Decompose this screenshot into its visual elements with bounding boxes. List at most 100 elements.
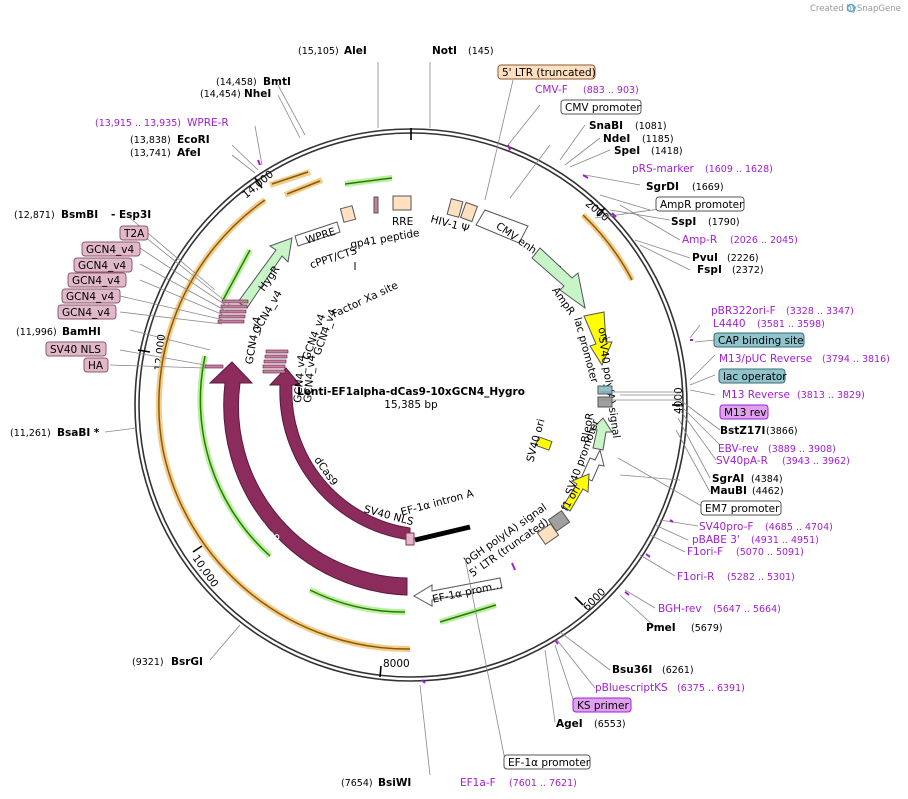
site-maubi-coord: (4462) xyxy=(752,486,784,497)
gcn4-label-2: GCN4_v4 xyxy=(78,260,126,272)
dcas9-feature[interactable] xyxy=(268,367,411,541)
sv40nls-label: SV40 NLS xyxy=(50,344,101,356)
wpre-label: WPRE xyxy=(304,226,337,247)
tick-6000: 6000 xyxy=(581,586,608,613)
ha-label: HA xyxy=(88,360,104,372)
site-bsabi: BsaBI * xyxy=(57,427,100,439)
site-fspi: FspI xyxy=(697,264,722,276)
cmv-promoter-label: CMV promoter xyxy=(565,102,641,114)
factor-xa-label: Factor Xa site xyxy=(330,280,400,321)
site-maubi: MauBI xyxy=(710,485,747,497)
primer-sv40pro-f-coord: (4685 .. 4704) xyxy=(765,522,833,533)
ef1a-prom-feature[interactable] xyxy=(413,577,503,607)
primer-prs-marker-coord: (1609 .. 1628) xyxy=(705,164,773,175)
rre-box xyxy=(392,195,412,211)
tick-marks xyxy=(137,128,683,678)
gcn4-inner-2: GCN4_v4 xyxy=(243,315,263,365)
leader-lines xyxy=(104,62,721,776)
site-fspi-coord: (2372) xyxy=(732,265,764,276)
cap-site-label: CAP binding site xyxy=(718,335,804,347)
site-bsiwi: BsiWI xyxy=(378,777,411,789)
site-bsmbi-coord: (12,871) xyxy=(14,210,55,221)
gcn4-box-3 xyxy=(67,272,127,288)
site-pmei: PmeI xyxy=(646,622,676,634)
primer-pbluescriptks-coord: (6375 .. 6391) xyxy=(677,683,745,694)
gcn4-inner-bars xyxy=(204,299,289,374)
primer-f1ori-r-coord: (5282 .. 5301) xyxy=(727,572,795,583)
site-spei: SpeI xyxy=(614,145,640,157)
ks-primer-box xyxy=(572,697,632,713)
em7-label: EM7 promoter xyxy=(705,503,780,515)
site-bsrgi: BsrGI xyxy=(171,656,203,668)
cmv-promoter-box xyxy=(560,99,642,115)
site-nhei: NheI xyxy=(244,88,271,100)
cas9-feature[interactable] xyxy=(208,361,408,596)
gp41-label: gp41 peptide xyxy=(349,227,420,251)
green-arrow-lines xyxy=(199,177,497,623)
gcn4-label-1: GCN4_v4 xyxy=(86,244,134,256)
primer-l4440-coord: (3581 .. 3598) xyxy=(757,319,825,330)
gcn4-box-4 xyxy=(61,288,121,304)
site-bstz17i: BstZ17I xyxy=(720,425,765,437)
primer-sv40pro-f: SV40pro-F xyxy=(699,521,753,533)
site-ndei-coord: (1185) xyxy=(642,134,674,145)
site-snabi-coord: (1081) xyxy=(635,121,667,132)
site-noti-coord: (145) xyxy=(468,46,494,57)
site-bstz17i-coord: (3866) xyxy=(766,426,798,437)
m13-rev-box xyxy=(719,404,769,420)
lac-box-2 xyxy=(597,396,613,408)
plasmid-length: 15,385 bp xyxy=(384,399,438,411)
primer-wpre-r: WPRE-R xyxy=(187,117,229,129)
ampr-feature[interactable] xyxy=(531,247,586,310)
primer-f1ori-f: F1ori-F xyxy=(687,546,723,558)
ef1a-promoter-box xyxy=(503,754,591,770)
site-alei-coord: (15,105) xyxy=(298,46,339,57)
cmv-enhancer-feature[interactable] xyxy=(475,209,529,244)
site-sspi: SspI xyxy=(671,216,696,228)
gcn4-label-3: GCN4_v4 xyxy=(72,275,120,287)
bleor-feature[interactable] xyxy=(589,417,613,451)
credit-brand: SnapGene xyxy=(857,4,901,14)
site-ecori-coord: (13,838) xyxy=(130,135,171,146)
site-ndei: NdeI xyxy=(603,133,630,145)
site-bmti: BmtI xyxy=(263,76,291,88)
primer-bgh-rev-coord: (5647 .. 5664) xyxy=(713,604,781,615)
site-bmti-coord: (14,458) xyxy=(216,77,257,88)
site-pvui: PvuI xyxy=(692,252,718,264)
credit-created-by: Created by xyxy=(810,4,857,14)
f1-ori-label: f1 ori xyxy=(559,484,583,514)
hygr-feature[interactable] xyxy=(237,237,293,309)
em7-box xyxy=(700,500,782,516)
em7-feature[interactable] xyxy=(581,448,605,482)
site-nhei-coord: (14,454) xyxy=(200,89,241,100)
site-bsabi-coord: (11,261) xyxy=(10,428,51,439)
site-agei: AgeI xyxy=(556,718,583,730)
primer-pbabe3: pBABE 3' xyxy=(692,534,740,546)
wpre-feature[interactable] xyxy=(294,221,341,247)
t2a-box xyxy=(119,225,149,241)
snapgene-icon xyxy=(846,3,856,13)
tick-4000: 4000 xyxy=(673,387,685,414)
primer-amp-r: Amp-R xyxy=(682,234,717,246)
t2a-label: T2A xyxy=(123,228,145,240)
gcn4-box-5 xyxy=(57,304,117,320)
site-bamhi-coord: (11,996) xyxy=(16,327,57,338)
ori-feature[interactable] xyxy=(583,311,613,367)
primer-ef1a-f: EF1a-F xyxy=(460,777,496,789)
hiv1-box-1 xyxy=(446,198,464,218)
ef1a-intron-feature[interactable] xyxy=(414,524,471,543)
gcn4-inner-6: GCN4_v4 xyxy=(302,354,318,403)
site-bsu36i: Bsu36I xyxy=(612,664,652,676)
gcn4-inner-5: GCN4_v4 xyxy=(292,354,308,403)
primer-prs-marker: pRS-marker xyxy=(632,163,695,175)
site-sgrdi: SgrDI xyxy=(646,181,679,193)
lac-operator-box xyxy=(718,368,786,384)
f1-ori-feature[interactable] xyxy=(562,473,590,512)
ampr-promoter-box xyxy=(655,196,745,212)
site-bsrgi-coord: (9321) xyxy=(132,657,164,668)
sv40nls-box xyxy=(45,341,107,357)
gcn4-label-5: GCN4_v4 xyxy=(62,307,110,319)
primer-m13-puc-rev: M13/pUC Reverse xyxy=(719,353,812,365)
site-bsmbi: BsmBI xyxy=(61,209,98,221)
primer-pbluescriptks: pBluescriptKS xyxy=(595,682,668,694)
